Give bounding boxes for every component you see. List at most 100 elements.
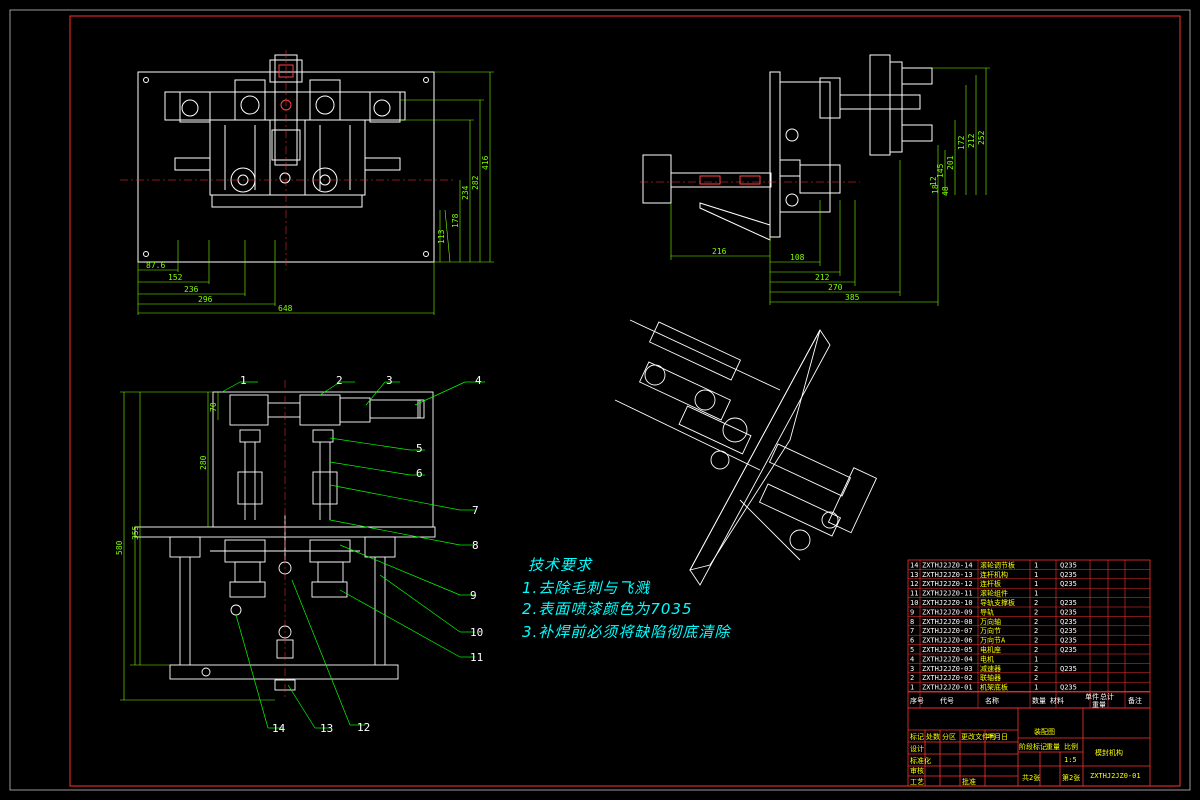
tb-drawing-no: ZXTHJ2JZ0-01 — [1090, 772, 1141, 780]
parts-list-mat: Q235 — [1060, 618, 1077, 626]
hdr-total: 总计 — [1100, 692, 1114, 701]
parts-list-name: 电机 — [980, 654, 994, 663]
parts-list-no: 2 — [910, 674, 914, 682]
front-view — [134, 380, 436, 700]
dim-front-70: 70 — [209, 402, 218, 412]
tb-weight-label: 重量 — [1046, 743, 1060, 751]
parts-list-qty: 1 — [1034, 684, 1038, 692]
parts-list-name: 导轨 — [980, 607, 994, 616]
parts-list-qty: 2 — [1034, 637, 1038, 645]
balloon-4: 4 — [475, 374, 482, 387]
parts-list-mat: Q235 — [1060, 561, 1077, 569]
parts-list-no: 5 — [910, 646, 914, 654]
parts-list-code: ZXTHJ2JZ0-02 — [922, 674, 973, 682]
tb-standard: 标准化 — [910, 756, 931, 765]
front-view-dimensions — [120, 391, 275, 701]
parts-list-no: 3 — [910, 665, 914, 673]
dim-top-87-6: 87.6 — [146, 261, 165, 270]
tb-zone: 分区 — [942, 732, 956, 741]
parts-header: 序号 代号 名称 数量 材料 单件 总计 重量 备注 — [907, 691, 1151, 709]
dim-side-270: 270 — [828, 283, 843, 292]
dim-front-355: 355 — [131, 525, 140, 540]
tb-count: 处数 — [926, 732, 940, 741]
balloon-1: 1 — [240, 374, 247, 387]
parts-list-mat: Q235 — [1060, 684, 1077, 692]
hdr-remark: 备注 — [1128, 696, 1142, 705]
parts-list-no: 7 — [910, 627, 914, 635]
parts-list-name: 联轴器 — [980, 673, 1001, 682]
parts-list-no: 11 — [910, 590, 918, 598]
top-view — [120, 50, 455, 270]
balloon-14: 14 — [272, 722, 286, 735]
parts-list-no: 14 — [910, 561, 918, 569]
balloon-8: 8 — [472, 539, 479, 552]
dim-side-216: 216 — [712, 247, 727, 256]
parts-list-qty: 2 — [1034, 665, 1038, 673]
parts-list-qty: 2 — [1034, 627, 1038, 635]
parts-list-name: 万向轴 — [980, 617, 1001, 626]
parts-list-qty: 2 — [1034, 608, 1038, 616]
parts-list-no: 1 — [910, 684, 914, 692]
parts-list-no: 9 — [910, 608, 914, 616]
parts-list-name: 滚轮调节板 — [980, 560, 1015, 569]
tb-check: 审核 — [910, 766, 924, 775]
front-view-upper-plate — [212, 391, 434, 528]
parts-list-mat: Q235 — [1060, 571, 1077, 579]
top-view-dimensions — [137, 71, 494, 315]
dim-side-212: 212 — [815, 273, 830, 282]
balloon-6: 6 — [416, 467, 423, 480]
tb-change-no: 更改文件号 — [961, 732, 996, 741]
note-3: 3.补焊前必须将缺陷彻底清除 — [522, 623, 731, 641]
balloon-5: 5 — [416, 442, 423, 455]
drawing-frame — [69, 15, 1181, 787]
parts-list-code: ZXTHJ2JZ0-04 — [922, 655, 973, 663]
parts-list-name: 机架底板 — [980, 683, 1008, 692]
parts-list-name: 万向节 — [980, 626, 1001, 635]
parts-list-name: 连杆机构 — [980, 570, 1008, 579]
parts-list-code: ZXTHJ2JZ0-07 — [922, 627, 973, 635]
parts-list-mat: Q235 — [1060, 599, 1077, 607]
dim-side-385: 385 — [845, 293, 860, 302]
dim-top-296: 296 — [198, 295, 213, 304]
dim-side-212-v: 212 — [967, 133, 976, 148]
dim-top-416: 416 — [481, 155, 490, 170]
parts-list-code: ZXTHJ2JZ0-05 — [922, 646, 973, 654]
notes-title: 技术要求 — [528, 556, 593, 574]
tb-sheet: 第2张 — [1062, 773, 1080, 782]
dim-side-145: 145 — [936, 163, 945, 178]
parts-list-code: ZXTHJ2JZ0-09 — [922, 608, 973, 616]
dim-top-178: 178 — [451, 213, 460, 228]
tb-sign-date: 年月日 — [987, 732, 1008, 741]
parts-list-mat: Q235 — [1060, 646, 1077, 654]
parts-list-code: ZXTHJ2JZ0-08 — [922, 618, 973, 626]
tb-sheets: 共2张 — [1022, 773, 1040, 782]
tb-product: 模封机构 — [1095, 748, 1123, 757]
parts-list-no: 6 — [910, 637, 914, 645]
tb-craft: 工艺 — [910, 778, 924, 786]
parts-list-code: ZXTHJ2JZ0-13 — [922, 571, 973, 579]
title-block — [907, 707, 1151, 787]
parts-list-no: 8 — [910, 618, 914, 626]
isometric-view — [614, 319, 878, 586]
note-2: 2.表面喷漆颜色为7035 — [522, 600, 693, 618]
parts-list-code: ZXTHJ2JZ0-10 — [922, 599, 973, 607]
parts-list-name: 连杆板 — [980, 579, 1001, 588]
dim-side-108: 108 — [790, 253, 805, 262]
hdr-unit: 单件 — [1085, 692, 1099, 701]
hdr-mat: 材料 — [1050, 696, 1064, 705]
parts-list-no: 12 — [910, 580, 918, 588]
dim-top-234: 234 — [461, 185, 470, 200]
hdr-name: 名称 — [985, 696, 999, 705]
side-view-plate — [769, 71, 781, 238]
balloon-9: 9 — [470, 589, 477, 602]
tb-stage-label: 阶段标记 — [1019, 742, 1047, 751]
balloon-12: 12 — [357, 721, 370, 734]
parts-list-qty: 1 — [1034, 580, 1038, 588]
tb-approve: 批准 — [962, 777, 976, 786]
parts-list-qty: 2 — [1034, 618, 1038, 626]
dim-top-152: 152 — [168, 273, 183, 282]
dim-side-172: 172 — [957, 135, 966, 150]
balloon-3: 3 — [386, 374, 393, 387]
dim-side-48: 48 — [941, 186, 950, 196]
